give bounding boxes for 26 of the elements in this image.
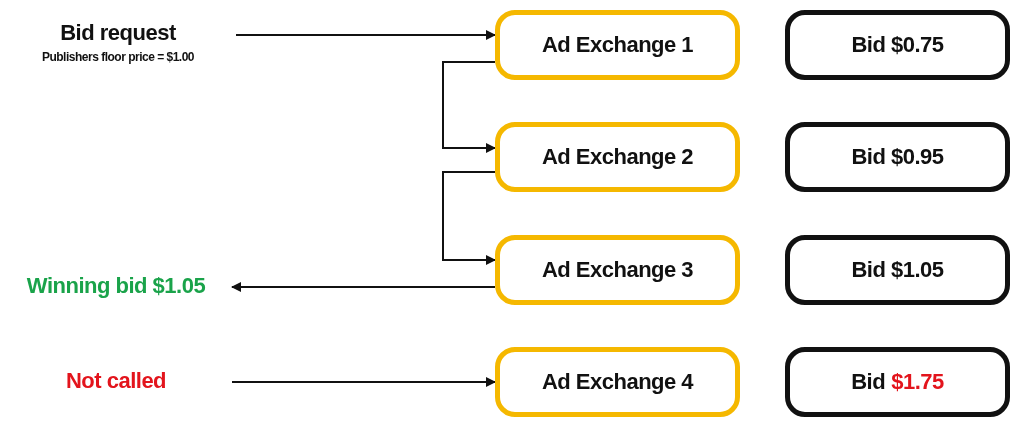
arrow xyxy=(231,377,496,387)
box-label: Ad Exchange 1 xyxy=(541,32,694,58)
box-label: Ad Exchange 3 xyxy=(541,257,694,283)
box-label: Ad Exchange 4 xyxy=(541,369,694,395)
exchange-box xyxy=(495,235,740,305)
box-label: Bid $0.75 xyxy=(851,32,944,58)
box-label: Bid xyxy=(851,369,886,395)
exchange-box xyxy=(495,347,740,417)
arrow xyxy=(442,61,496,153)
box-label: $1.75 xyxy=(891,369,944,395)
box-label: Ad Exchange 2 xyxy=(541,144,694,170)
bid-box xyxy=(785,347,1010,417)
heading-text: Bid request xyxy=(60,20,176,46)
bid-box xyxy=(785,235,1010,305)
exchange-box xyxy=(495,122,740,192)
note-text: Publishers floor price = $1.00 xyxy=(41,50,195,64)
heading-text: Not called xyxy=(65,368,167,394)
exchange-box xyxy=(495,10,740,80)
arrow xyxy=(231,282,496,292)
arrow xyxy=(235,30,496,40)
box-label: Bid $0.95 xyxy=(851,144,944,170)
bid-box xyxy=(785,122,1010,192)
bid-box xyxy=(785,10,1010,80)
box-label: Bid $1.05 xyxy=(851,257,944,283)
heading-text: Winning bid $1.05 xyxy=(26,273,206,299)
arrow xyxy=(442,171,496,265)
